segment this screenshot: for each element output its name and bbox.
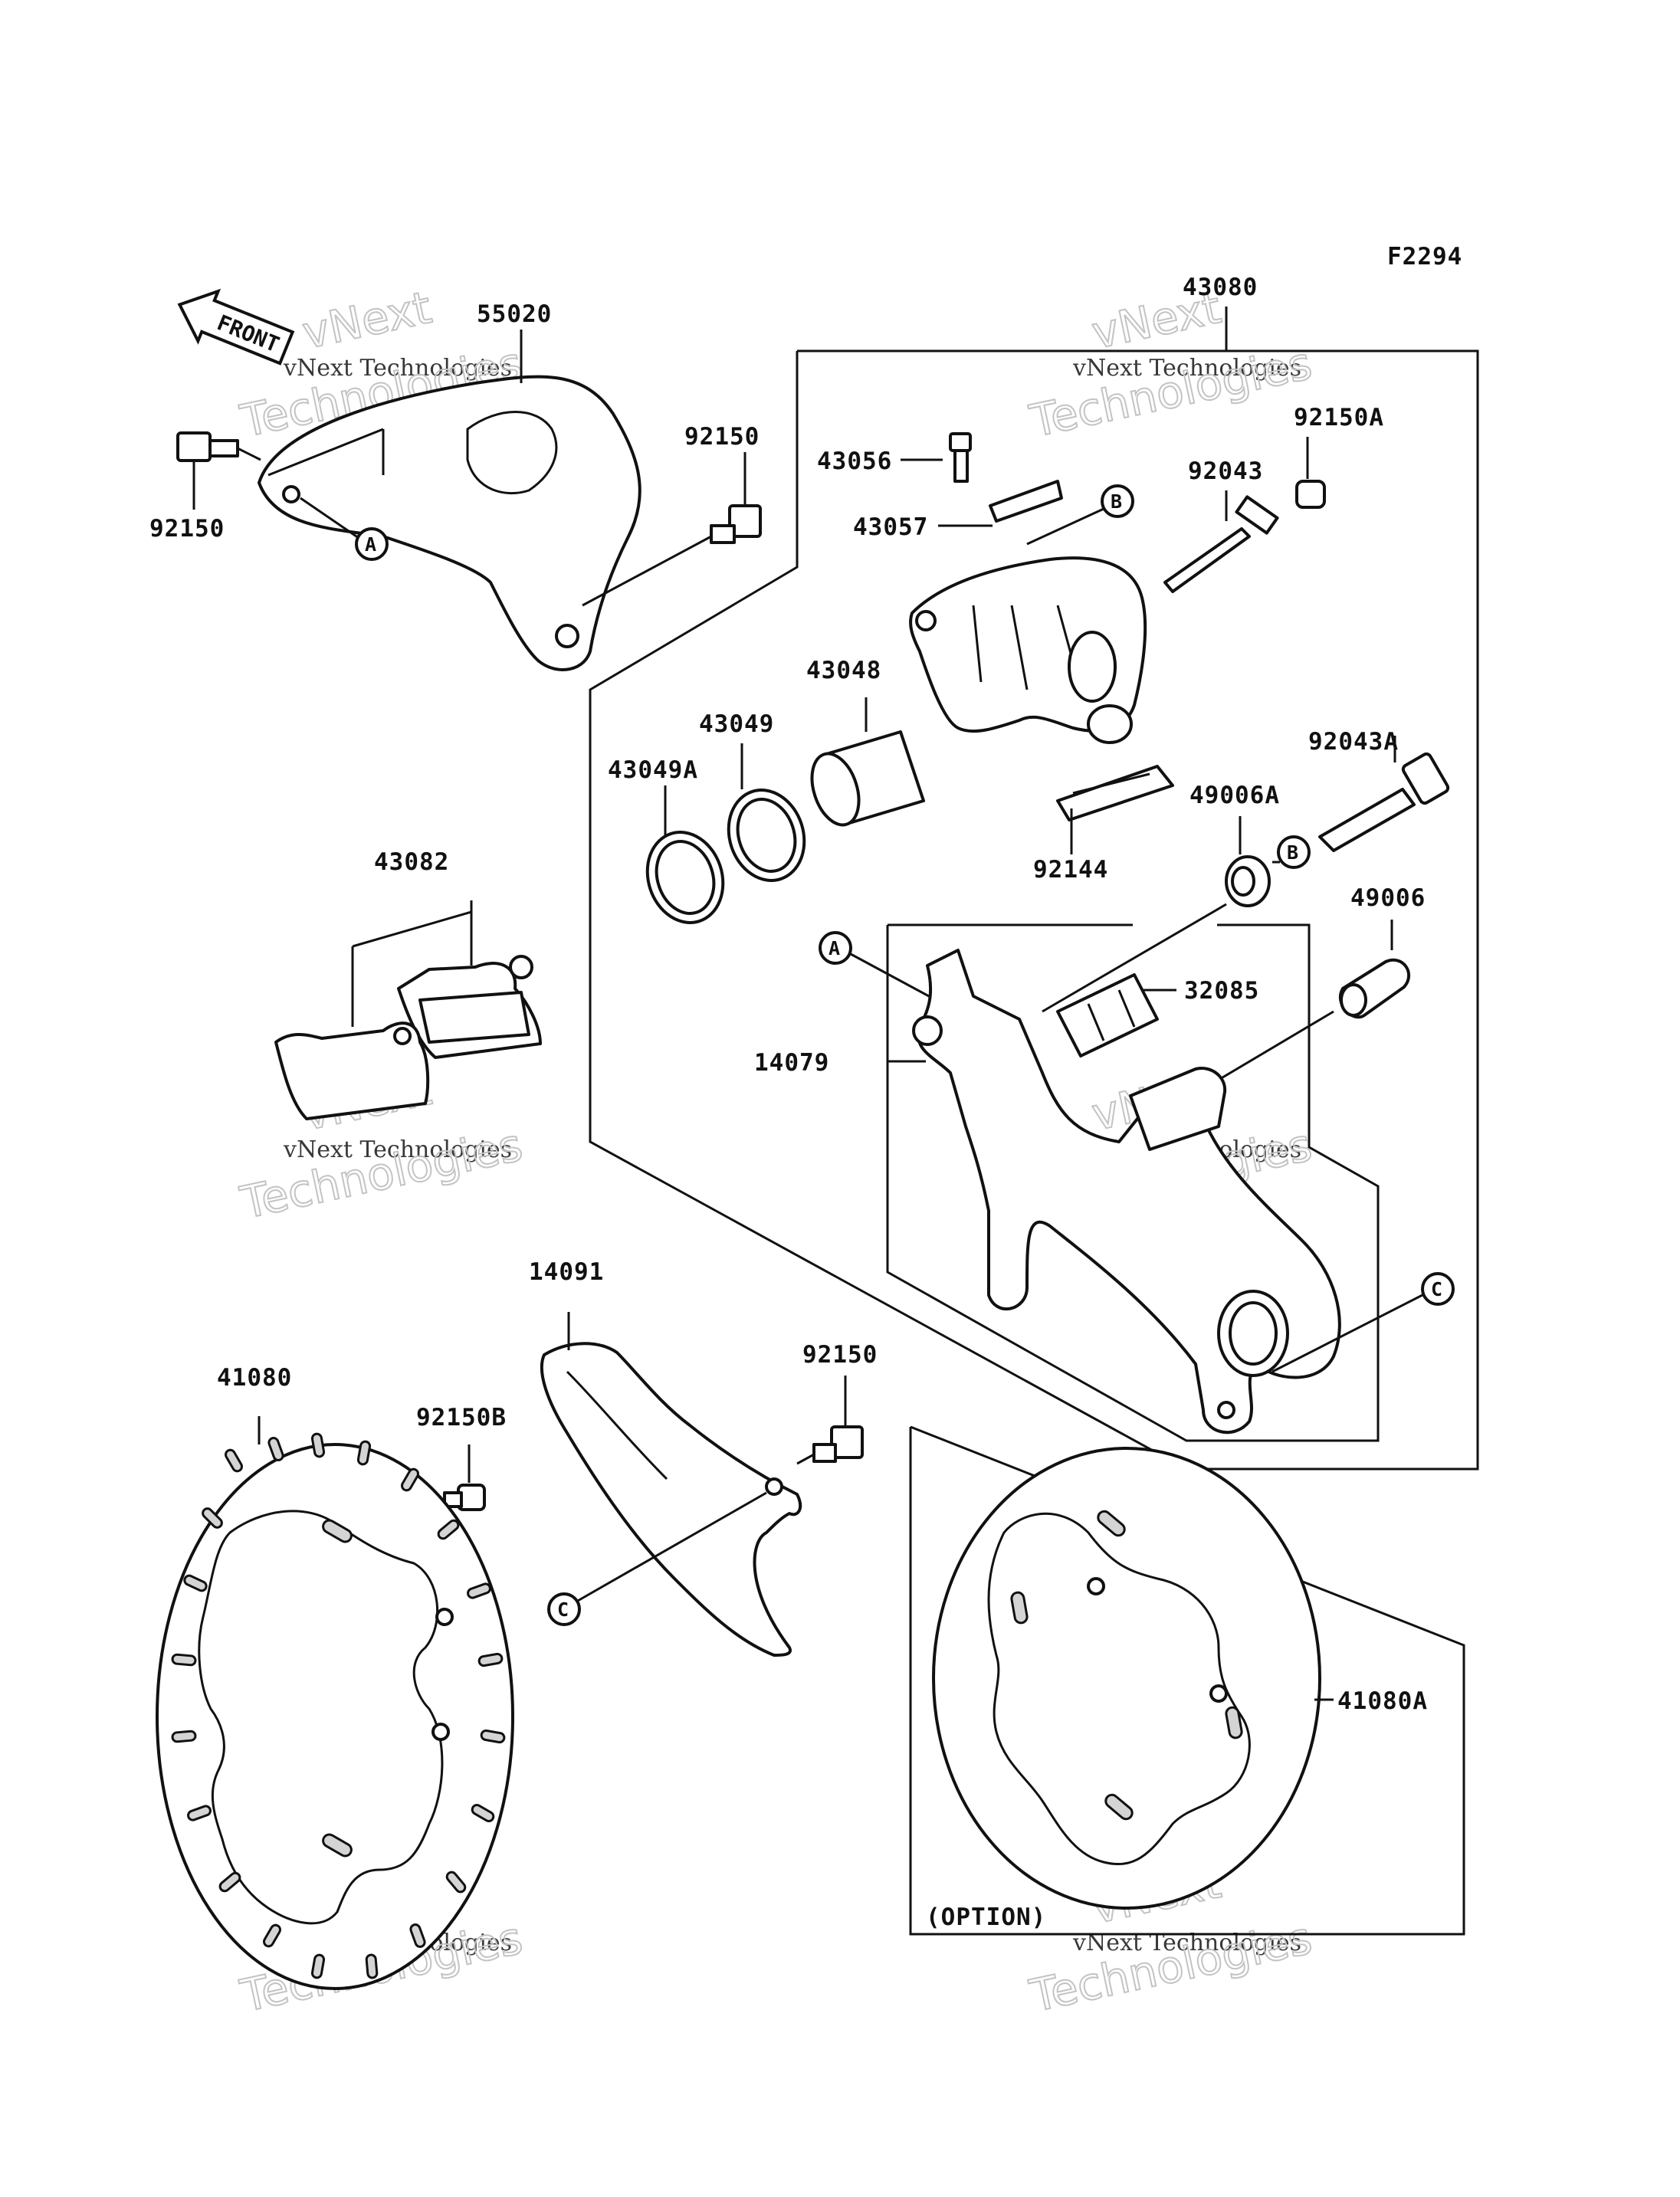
assembly-outline-14079 [886, 923, 1380, 1442]
pin-92043A: 92043A [1308, 728, 1450, 852]
svg-text:Technologies: Technologies [1025, 337, 1317, 448]
svg-text:Technologies: Technologies [236, 1119, 527, 1229]
svg-text:92150A: 92150A [1294, 404, 1384, 431]
pin-92043: 92043 [1163, 457, 1279, 593]
svg-text:92150: 92150 [684, 423, 760, 451]
svg-text:43057: 43057 [853, 513, 928, 541]
svg-text:43048: 43048 [806, 657, 881, 684]
svg-text:92043: 92043 [1188, 457, 1263, 485]
brake-disc-41080A: 41080A [932, 1447, 1428, 1910]
svg-text:14079: 14079 [754, 1049, 829, 1077]
svg-text:vNext Technologies: vNext Technologies [283, 355, 512, 382]
svg-text:43049A: 43049A [608, 756, 698, 784]
svg-text:92150: 92150 [802, 1341, 878, 1369]
svg-text:43056: 43056 [817, 448, 892, 475]
guard-label-55020: 55020 [477, 300, 552, 383]
clip-32085: 32085 [1056, 973, 1259, 1058]
svg-text:49006A: 49006A [1189, 782, 1280, 809]
seal-43049A: 43049A [608, 756, 725, 924]
svg-text:41080A: 41080A [1337, 1687, 1428, 1715]
brake-pads-43082: 43082 [274, 848, 542, 1120]
callout-a-guard: A [300, 497, 389, 561]
bolt-92150-bottom: 92150 [796, 1341, 878, 1465]
svg-text:C: C [1431, 1278, 1442, 1300]
svg-text:vNext Technologies: vNext Technologies [1072, 355, 1301, 382]
callout-b-right: B [1277, 835, 1311, 869]
label-43080: 43080 [1183, 274, 1258, 301]
svg-text:92150: 92150 [149, 515, 225, 543]
callout-c-right: C [1271, 1272, 1455, 1373]
svg-text:41080: 41080 [217, 1364, 292, 1392]
svg-text:43049: 43049 [699, 710, 774, 738]
svg-text:vNext: vNext [298, 281, 436, 359]
callout-a-bracket: A [819, 931, 930, 998]
piston-43048: 43048 [806, 657, 925, 827]
svg-text:Technologies: Technologies [1025, 1912, 1317, 2022]
plug-92150A: 92150A [1294, 404, 1384, 509]
svg-text:A: A [829, 937, 840, 959]
svg-text:92043A: 92043A [1308, 728, 1399, 756]
caliper-bracket-14079: 14079 [754, 949, 1341, 1435]
option-label: (OPTION) [926, 1904, 1046, 1931]
figure-code: F2294 [1387, 243, 1462, 271]
caliper-guard-55020 [258, 375, 641, 671]
bolt-92150-top: 92150 [582, 423, 762, 607]
svg-text:92144: 92144 [1033, 856, 1108, 884]
svg-text:32085: 32085 [1184, 977, 1259, 1005]
svg-text:43082: 43082 [374, 848, 449, 876]
boot-49006A: 49006A [1042, 782, 1280, 1013]
svg-text:B: B [1287, 841, 1298, 864]
disc-slots [171, 1432, 506, 1979]
callout-b-top: B [1101, 484, 1134, 518]
spring-92144: 92144 [1033, 765, 1174, 884]
front-arrow-icon: FRONT [177, 288, 295, 366]
svg-text:vNext Technologies: vNext Technologies [283, 1136, 512, 1163]
bolt-92150-top-left: 92150 [149, 431, 261, 543]
brake-disc-41080: 41080 [156, 1364, 514, 1990]
disc-guard-14091: 14091 [529, 1258, 802, 1657]
svg-text:92150B: 92150B [416, 1404, 507, 1431]
svg-text:C: C [557, 1599, 569, 1621]
callout-c-bottom: C [547, 1491, 767, 1626]
assembly-outline-43080 [589, 307, 1479, 1471]
sleeve-49006: 49006 [1210, 884, 1426, 1086]
seal-43049: 43049 [699, 710, 806, 882]
svg-text:B: B [1111, 490, 1122, 513]
caliper-body [909, 556, 1147, 744]
svg-text:A: A [365, 533, 376, 556]
screw-92150B: 92150B [416, 1404, 507, 1515]
cap-43057: 43057 [853, 480, 1104, 546]
svg-text:55020: 55020 [477, 300, 552, 328]
bleeder-valve-43056: 43056 [817, 432, 972, 483]
svg-text:49006: 49006 [1350, 884, 1426, 912]
svg-text:14091: 14091 [529, 1258, 604, 1286]
